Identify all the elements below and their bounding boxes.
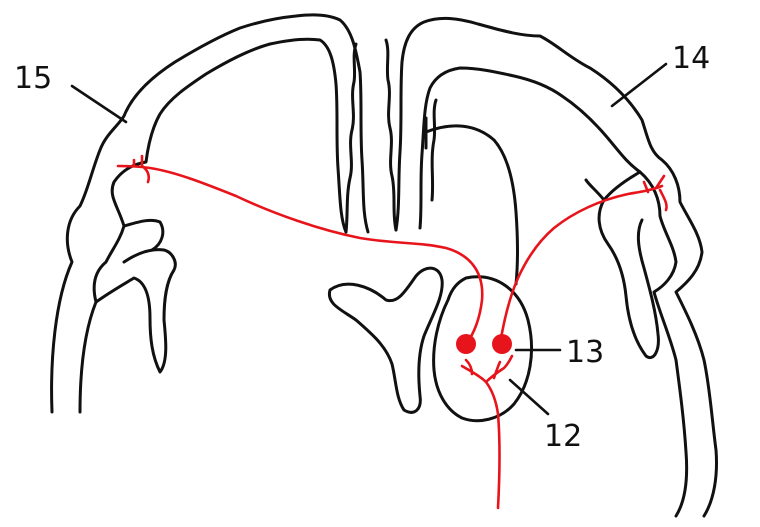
right-projection-pathway <box>500 186 662 344</box>
left-sulcus-lower <box>96 250 175 372</box>
leader-15 <box>72 86 126 122</box>
lateral-ventricle-outline <box>329 268 442 412</box>
neural-pathways <box>118 156 667 508</box>
thalamic-neuron-left <box>456 334 476 354</box>
midline-right-wavy-contour <box>386 40 396 230</box>
left-cortex-inner-contour <box>80 39 346 412</box>
midline-inner-right-contour <box>432 100 436 200</box>
thalamic-neuron-right <box>492 334 512 354</box>
right-sulcus-small <box>586 180 604 200</box>
input-terminal-branches <box>462 356 512 382</box>
ascending-input-pathway <box>486 382 500 508</box>
left-sulcus-upper <box>124 220 163 250</box>
midline-left-wavy-contour <box>346 44 356 232</box>
label-14: 14 <box>672 41 710 76</box>
left-cortex-outer-contour <box>52 15 368 412</box>
leader-14 <box>612 64 666 106</box>
left-hemisphere-outline <box>52 15 368 412</box>
leader-12 <box>510 380 548 414</box>
label-13: 13 <box>566 335 604 370</box>
label-12: 12 <box>544 419 582 454</box>
internal-capsule-tract <box>426 126 518 284</box>
label-15: 15 <box>14 61 52 96</box>
